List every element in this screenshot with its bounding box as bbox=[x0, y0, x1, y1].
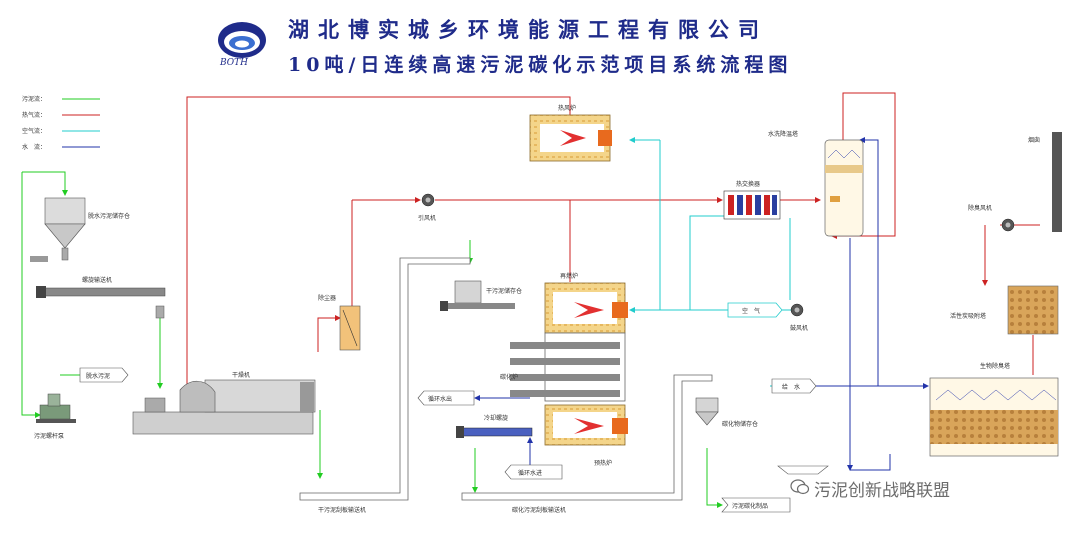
activated-carbon-label: 活性炭吸附塔 bbox=[950, 312, 986, 320]
water-supply-label: 给 水 bbox=[782, 383, 800, 391]
chimney-label: 烟囱 bbox=[1028, 136, 1040, 144]
blower: 鼓风机 bbox=[790, 303, 808, 332]
cooling-water-in-label: 循环水进 bbox=[518, 469, 542, 477]
collection-funnel bbox=[777, 465, 829, 475]
induced-fan-label: 引风机 bbox=[418, 214, 436, 222]
dewatered-sludge-silo: 脱水污泥储存仓 bbox=[30, 197, 130, 262]
dry-sludge-storage: 干污泥储存仓 bbox=[440, 280, 522, 311]
blower-label: 鼓风机 bbox=[790, 324, 808, 332]
air-flow-lines bbox=[629, 137, 800, 387]
char-storage: 碳化物储存仓 bbox=[695, 397, 758, 428]
induced-fan: 引风机 bbox=[418, 193, 436, 222]
logo-text: BOTH bbox=[220, 58, 249, 68]
dewatered-sludge-inlet: 脱水污泥 bbox=[79, 367, 129, 383]
char-product: 污泥碳化制品 bbox=[721, 497, 791, 513]
company-title: 湖北博实城乡环境能源工程有限公司 bbox=[288, 17, 768, 42]
char-product-label: 污泥碳化制品 bbox=[732, 502, 768, 510]
screw-conveyor: 螺旋输送机 bbox=[36, 276, 166, 319]
screw-pump-label: 污泥螺杆泵 bbox=[34, 432, 64, 440]
air-inlet: 空 气 bbox=[727, 302, 783, 318]
dryer-label: 干燥机 bbox=[232, 371, 250, 379]
heat-exchanger: 热交换器 bbox=[723, 180, 781, 220]
dust-collector-label: 除尘器 bbox=[318, 294, 336, 302]
cooling-screw: 冷却螺旋 bbox=[456, 414, 533, 438]
hot-air-furnace: 热风炉 bbox=[529, 104, 612, 162]
dust-collector: 除尘器 bbox=[318, 294, 361, 351]
washing-cooling-tower: 水洗降温塔 bbox=[768, 130, 864, 237]
chimney: 烟囱 bbox=[1028, 132, 1062, 232]
legend-hotgas-label: 热气流： bbox=[22, 111, 46, 119]
heat-exchanger-label: 热交换器 bbox=[736, 180, 760, 188]
dewatered-sludge-label: 脱水污泥 bbox=[86, 372, 110, 380]
activated-carbon-tower: 活性炭吸附塔 bbox=[950, 285, 1059, 335]
dry-sludge-conveyor-label: 干污泥刮板输送机 bbox=[318, 506, 366, 514]
water-flow-lines bbox=[474, 137, 929, 472]
cooling-water-in: 循环水进 bbox=[504, 464, 563, 480]
both-logo bbox=[218, 22, 266, 58]
reburn-furnace-label: 再燃炉 bbox=[560, 272, 578, 280]
bio-deodor-label: 生物除臭塔 bbox=[980, 362, 1010, 370]
bio-deodorization-tower: 生物除臭塔 bbox=[929, 362, 1059, 457]
preheat-furnace-label: 预热炉 bbox=[594, 459, 612, 467]
screw-conveyor-label: 螺旋输送机 bbox=[82, 276, 112, 284]
wechat-icon bbox=[790, 479, 810, 495]
cooling-water-out-label: 循环水出 bbox=[428, 395, 452, 403]
sludge-storage-label: 脱水污泥储存仓 bbox=[88, 212, 130, 220]
cooling-water-out: 循环水出 bbox=[417, 390, 475, 406]
legend-air-label: 空气流： bbox=[22, 127, 46, 135]
char-storage-label: 碳化物储存仓 bbox=[722, 420, 758, 428]
project-title: 10吨/日连续高速污泥碳化示范项目系统流程图 bbox=[288, 54, 793, 76]
char-scraper-conveyor: 碳化污泥刮板输送机 bbox=[461, 374, 713, 514]
dryer: 干燥机 bbox=[132, 371, 316, 435]
sludge-flow-lines bbox=[21, 171, 723, 508]
air-label: 空 气 bbox=[742, 307, 760, 315]
deodor-fan: 除臭风机 bbox=[968, 204, 1015, 232]
hot-air-furnace-label: 热风炉 bbox=[558, 104, 576, 112]
legend-sludge-label: 污泥流： bbox=[22, 95, 46, 103]
sludge-screw-pump: 污泥螺杆泵 bbox=[34, 393, 76, 440]
deodor-fan-label: 除臭风机 bbox=[968, 204, 992, 212]
water-supply: 给 水 bbox=[771, 378, 817, 394]
watermark: 污泥创新战略联盟 bbox=[814, 481, 950, 501]
carbonization-furnace-label: 碳化炉 bbox=[500, 373, 518, 381]
cooling-screw-label: 冷却螺旋 bbox=[484, 414, 508, 422]
dry-sludge-storage-label: 干污泥储存仓 bbox=[486, 287, 522, 295]
carbonization-block: 再燃炉 碳化炉 预热炉 bbox=[500, 272, 628, 467]
legend: 污泥流： 热气流： 空气流： 水 流： bbox=[22, 95, 100, 151]
legend-water-label: 水 流： bbox=[22, 143, 46, 151]
char-conveyor-label: 碳化污泥刮板输送机 bbox=[512, 506, 566, 514]
washing-tower-label: 水洗降温塔 bbox=[768, 130, 798, 138]
dry-sludge-scraper-conveyor: 干污泥刮板输送机 bbox=[299, 257, 471, 514]
